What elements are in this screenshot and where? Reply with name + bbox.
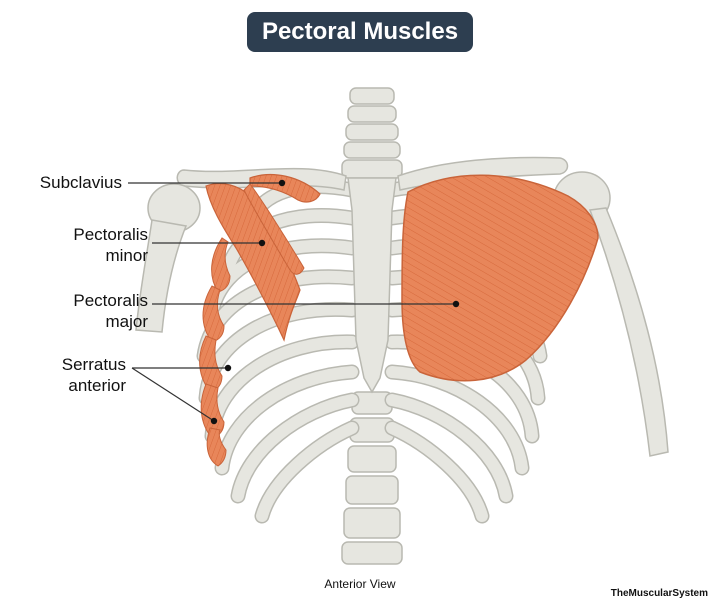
sternum [347,177,397,394]
diagram-title: Pectoral Muscles [247,12,473,52]
label-serratus-anterior-line2: anterior [68,376,126,395]
humerus-bones [135,171,669,457]
label-pectoralis-major-line1: Pectoralis [73,291,148,310]
subclavius-muscle [249,173,321,203]
label-pectoralis-minor-line1: Pectoralis [73,225,148,244]
label-serratus-anterior-line1: Serratus [61,355,126,374]
pectoralis-minor-slip [243,183,305,275]
brand-watermark: TheMuscularSystem [610,588,708,599]
lower-spine [341,391,403,565]
leader-dots [210,179,460,425]
leader-lines [128,182,456,422]
label-subclavius: Subclavius [39,173,122,192]
view-caption: Anterior View [324,577,396,591]
label-pectoralis-minor-line2: minor [105,246,148,265]
pectoralis-major-muscle [401,174,599,382]
cervical-spine [341,87,403,179]
label-pectoralis-major-line2: major [105,312,148,331]
serratus-anterior-muscle [199,237,231,467]
